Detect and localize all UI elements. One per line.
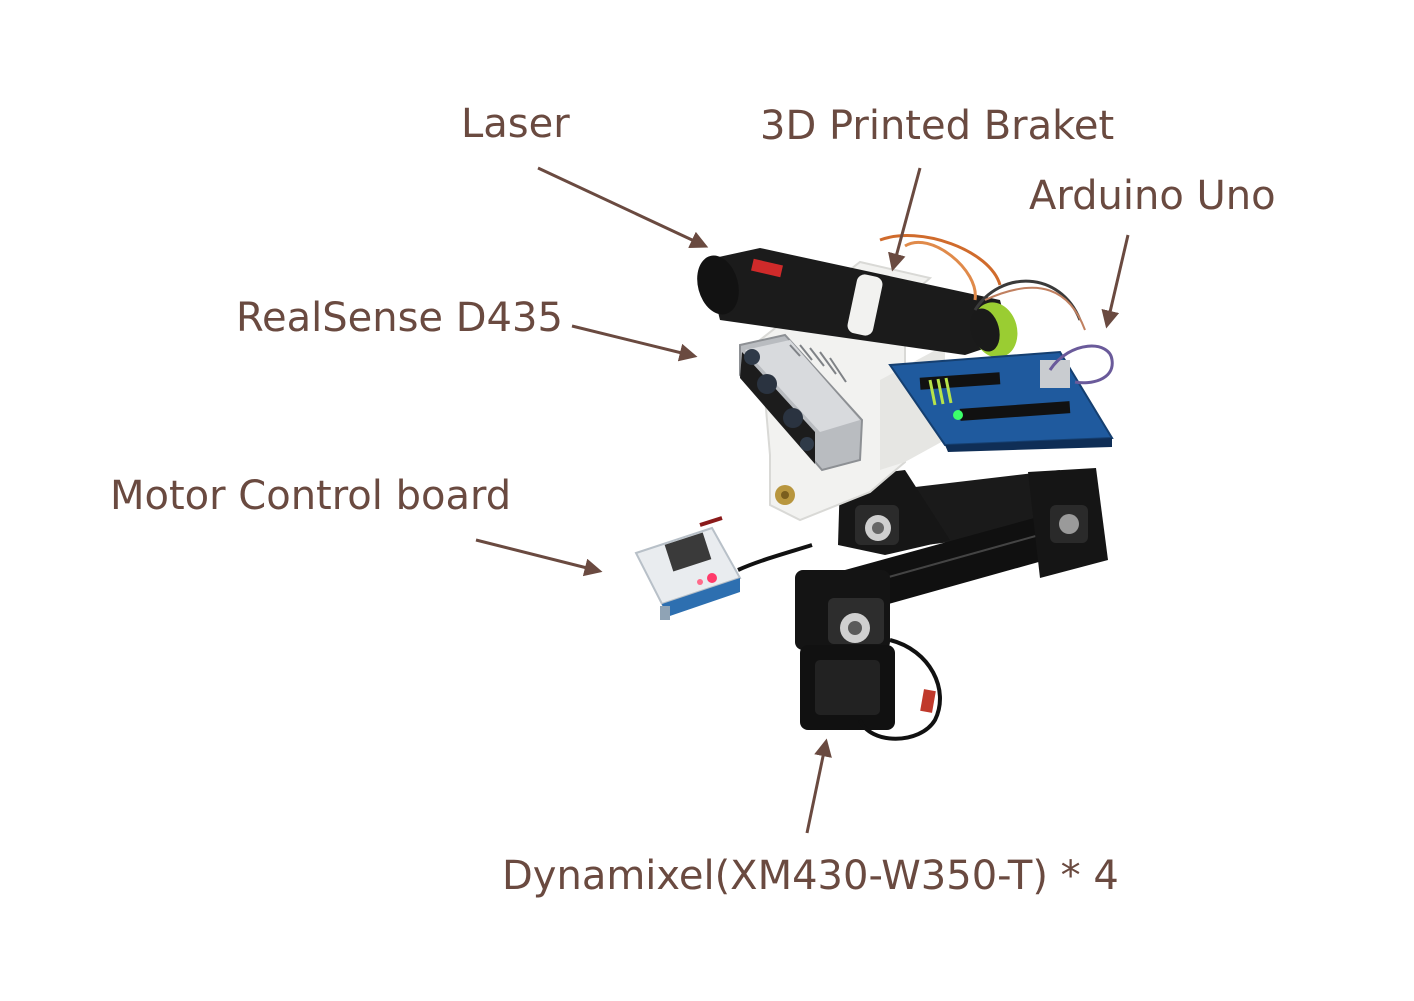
- motor-control-board: [634, 516, 813, 620]
- bracket-label: 3D Printed Braket: [760, 103, 1115, 149]
- arduino-label: Arduino Uno: [1029, 173, 1276, 219]
- laser-module: [697, 248, 1018, 358]
- laser-arrow: [537, 166, 709, 249]
- bracket-arrow: [888, 167, 922, 272]
- arduino-board: [879, 234, 1114, 452]
- dynamixel-motors: [795, 468, 1108, 741]
- realsense-label: RealSense D435: [236, 295, 563, 341]
- dynamixel-arrow: [805, 738, 832, 834]
- motor-board-arrow: [475, 538, 603, 577]
- motor-board-label: Motor Control board: [110, 473, 512, 519]
- laser-label: Laser: [461, 101, 570, 147]
- arduino-arrow: [1101, 234, 1130, 329]
- realsense-arrow: [571, 324, 698, 362]
- dynamixel-label: Dynamixel(XM430-W350-T) * 4: [502, 853, 1119, 899]
- realsense-camera: [739, 333, 864, 472]
